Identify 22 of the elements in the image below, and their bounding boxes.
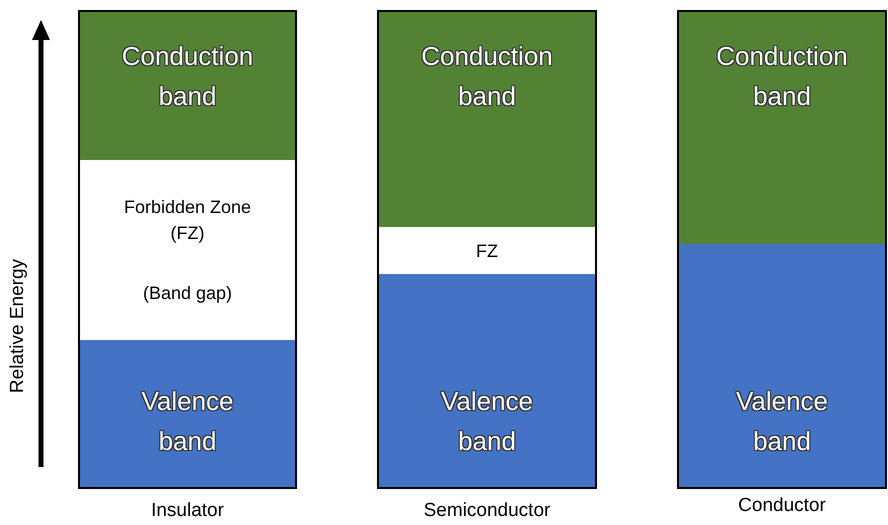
band-label: Conduction band <box>420 40 554 113</box>
band-label: Valence band <box>734 385 830 458</box>
gap-label: FZ <box>475 240 499 262</box>
column-caption: Conductor <box>737 495 827 517</box>
energy-band <box>679 244 885 487</box>
energy-band <box>379 274 595 487</box>
gap-label: Forbidden Zone (FZ) <box>122 196 252 245</box>
energy-band <box>80 12 295 160</box>
column-caption: Semiconductor <box>422 500 552 522</box>
energy-band <box>679 12 885 244</box>
band-label: Valence band <box>440 385 534 458</box>
energy-band <box>379 12 595 227</box>
column-caption: Insulator <box>150 500 225 522</box>
material-column <box>78 10 297 489</box>
gap-label: (Band gap) <box>142 282 234 305</box>
material-column <box>377 10 597 489</box>
band-label: Conduction band <box>120 40 254 113</box>
band-label: Valence band <box>140 385 235 458</box>
material-column <box>677 10 887 489</box>
axis-label: Relative Energy <box>7 258 29 394</box>
band-label: Conduction band <box>715 40 849 113</box>
energy-band <box>80 340 295 487</box>
